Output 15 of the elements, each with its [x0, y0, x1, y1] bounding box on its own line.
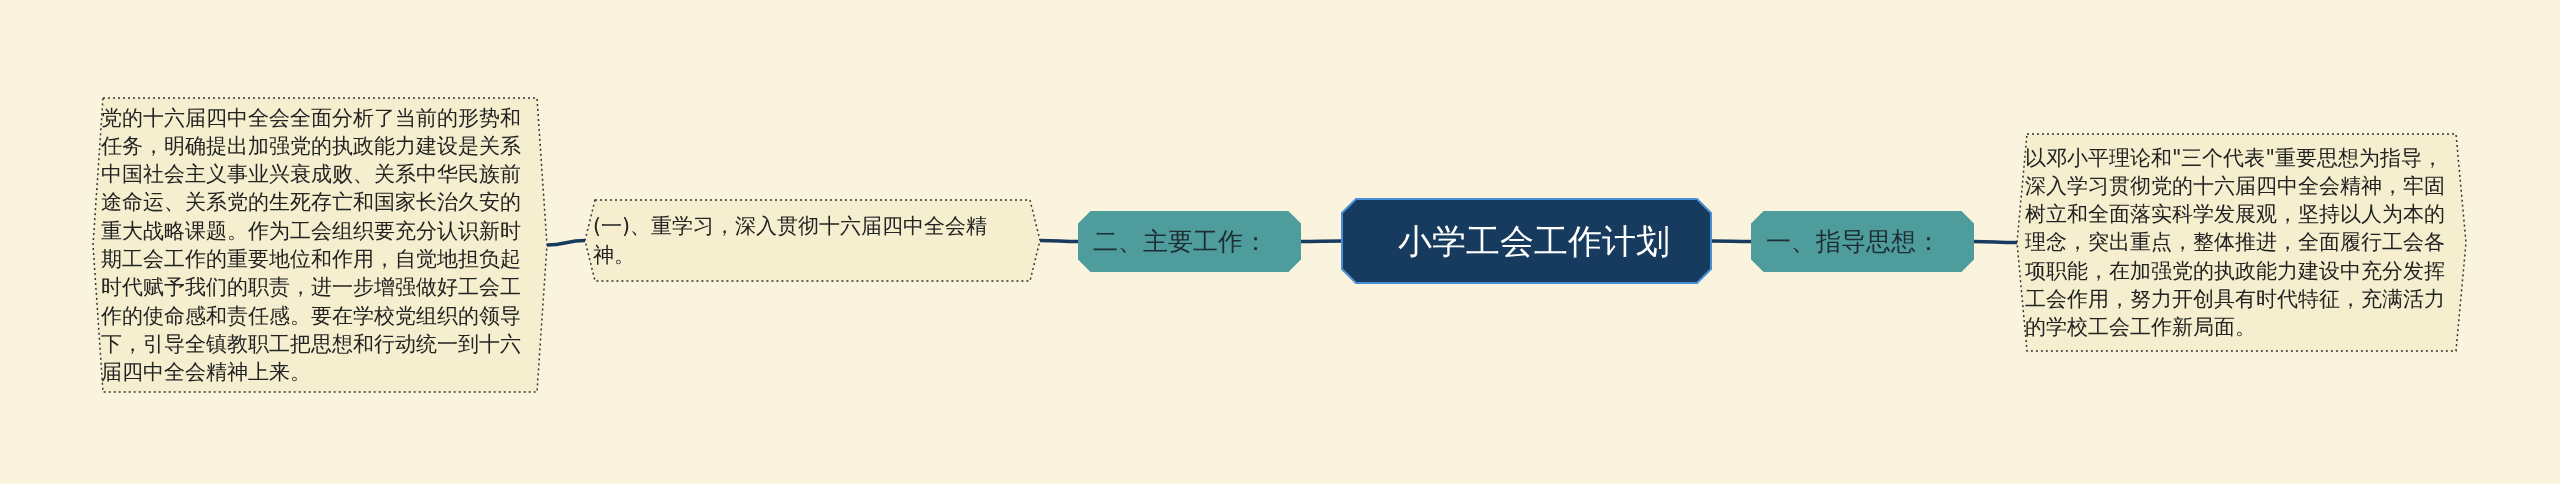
branch-topic-box: [1752, 212, 1973, 271]
note-text: 以邓小平理论和"三个代表"重要思想为指导，深入学习贯彻党的十六届四中全会精神，牢固树立和全面落实科学发展观，坚持以人为本的理念，突出重点，整体推进，全面履行工会各项职能，在加强党的执政能力建设中充分发挥工会作用，努力开创具有时代特征，充满活力的学校工会工作新局面。: [2025, 144, 2446, 342]
topic-label: 小学工会工作计划: [1398, 220, 1670, 262]
note-text: 党的十六届四中全会全面分析了当前的形势和任务，明确提出加强党的执政能力建设是关系中国社会主义事业兴衰成败、关系中华民族前途命运、关系党的生死存亡和国家长治久安的重大战略课题。作为工会组织要充分认识新时期工会工作的重要地位和作用，自觉地担负起时代赋予我们的职责，进一步增强做好工会工作的使命感和责任感。要在学校党组织的领导下，引导全镇教职工把思想和行动统一到十六届四中全会精神上来。: [101, 104, 522, 387]
root-topic-box: [1342, 199, 1711, 283]
connector-line: [1973, 239, 2017, 245]
connector-line: [1711, 239, 1752, 244]
note-text: (一)、重学习，深入贯彻十六届四中全会精神。: [593, 213, 988, 269]
connector-line: [546, 238, 586, 247]
connector-line: [1300, 239, 1342, 244]
topic-label: 一、指导思想：: [1766, 226, 1941, 257]
topic-label: 二、主要工作：: [1093, 226, 1268, 257]
connector-line: [1040, 238, 1079, 244]
branch-topic-box: [1079, 212, 1300, 271]
leaf-note-box: [585, 200, 1040, 281]
